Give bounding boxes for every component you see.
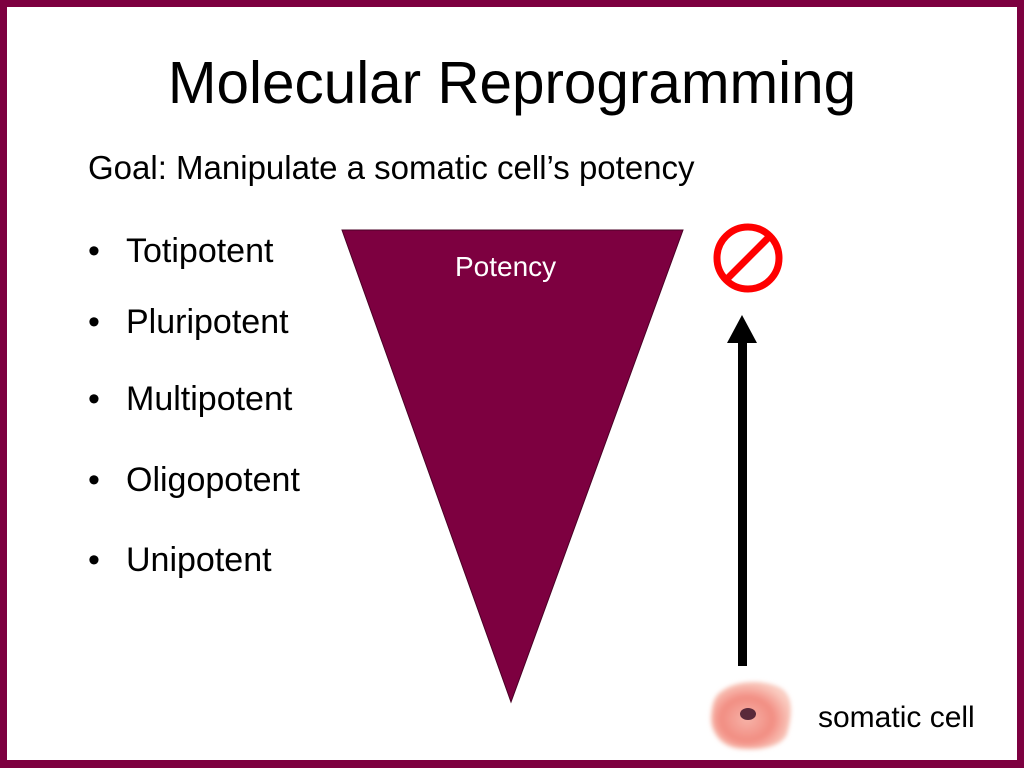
bullet-dot: • [88, 541, 100, 579]
bullet-label: Unipotent [126, 541, 272, 579]
somatic-cell-label: somatic cell [818, 701, 975, 734]
bullet-label: Multipotent [126, 380, 293, 418]
up-arrow-icon [727, 315, 757, 666]
bullet-item-pluripotent: • Pluripotent [88, 302, 289, 342]
bullet-dot: • [88, 461, 100, 499]
somatic-cell-icon [710, 682, 791, 750]
bullet-dot: • [88, 380, 100, 418]
triangle-label: Potency [455, 251, 557, 282]
bullet-dot: • [88, 303, 100, 341]
potency-triangle [341, 229, 684, 704]
bullet-dot: • [88, 232, 100, 270]
bullet-item-unipotent: • Unipotent [88, 540, 272, 580]
bullet-item-oligopotent: • Oligopotent [88, 460, 300, 500]
bullet-label: Totipotent [126, 232, 274, 270]
bullet-item-multipotent: • Multipotent [88, 379, 292, 419]
bullet-label: Pluripotent [126, 303, 289, 341]
cell-nucleus [740, 708, 756, 720]
goal-text: Goal: Manipulate a somatic cell’s potenc… [88, 149, 695, 186]
bullet-item-totipotent: • Totipotent [88, 231, 273, 271]
bullet-label: Oligopotent [126, 461, 300, 499]
slide-title: Molecular Reprogramming [167, 50, 857, 116]
prohibited-icon [713, 223, 783, 293]
